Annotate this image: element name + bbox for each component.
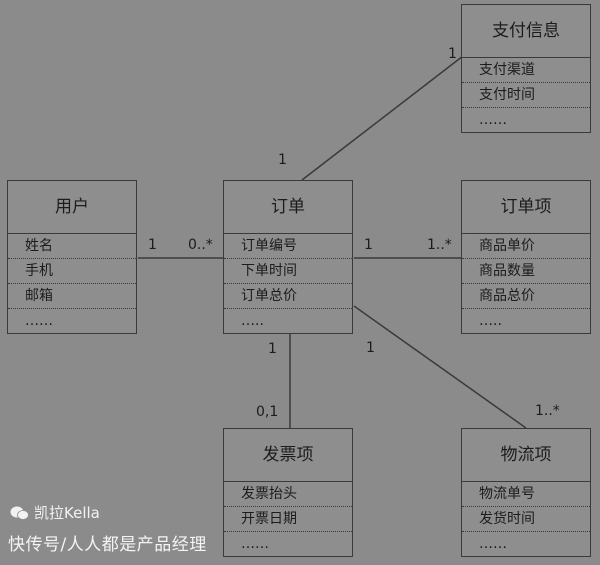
class-order-item: 订单项 商品单价 商品数量 商品总价 ….. (461, 180, 591, 334)
class-logistics: 物流项 物流单号 发货时间 …… (461, 428, 591, 557)
assoc-order-payment (301, 55, 464, 181)
attribute: 下单时间 (224, 259, 352, 284)
attribute: ….. (479, 313, 502, 329)
watermark-account: 凯拉Kella (34, 504, 100, 522)
attribute: 开票日期 (224, 507, 352, 532)
class-order: 订单 订单编号 下单时间 订单总价 ….. (223, 180, 353, 334)
attribute: …… (479, 112, 507, 128)
multiplicity: 1 (268, 341, 277, 357)
wechat-icon (10, 506, 29, 520)
attribute: 物流单号 (462, 482, 590, 507)
multiplicity: 1..* (427, 237, 452, 253)
attribute: 订单总价 (224, 284, 352, 309)
attribute: 商品单价 (462, 234, 590, 259)
multiplicity: 1 (148, 237, 157, 253)
attribute: 手机 (8, 259, 136, 284)
multiplicity: 1 (448, 46, 457, 62)
attribute: 支付渠道 (462, 58, 590, 83)
attribute: ….. (241, 313, 264, 329)
multiplicity: 1 (366, 340, 375, 356)
assoc-order-logistics (353, 305, 527, 429)
attribute: 订单编号 (224, 234, 352, 259)
watermark-source: 快传号/人人都是产品经理 (8, 535, 207, 555)
attribute: 支付时间 (462, 83, 590, 108)
multiplicity: 1..* (535, 403, 560, 419)
attribute: …… (241, 536, 269, 552)
multiplicity: 0,1 (256, 404, 279, 420)
class-name: 订单项 (462, 181, 590, 234)
multiplicity: 0..* (188, 237, 213, 253)
class-name: 用户 (8, 181, 136, 234)
class-invoice: 发票项 发票抬头 开票日期 …… (223, 428, 353, 557)
class-name: 支付信息 (462, 5, 590, 58)
attribute: 商品数量 (462, 259, 590, 284)
attribute: 商品总价 (462, 284, 590, 309)
class-payment: 支付信息 支付渠道 支付时间 …… (461, 4, 591, 133)
class-name: 物流项 (462, 429, 590, 482)
attribute: 发货时间 (462, 507, 590, 532)
class-name: 订单 (224, 181, 352, 234)
attribute: …… (479, 536, 507, 552)
attribute: 邮箱 (8, 284, 136, 309)
attribute: 发票抬头 (224, 482, 352, 507)
multiplicity: 1 (278, 152, 287, 168)
class-name: 发票项 (224, 429, 352, 482)
multiplicity: 1 (364, 237, 373, 253)
attribute: …… (25, 313, 53, 329)
class-user: 用户 姓名 手机 邮箱 …… (7, 180, 137, 334)
attribute: 姓名 (8, 234, 136, 259)
